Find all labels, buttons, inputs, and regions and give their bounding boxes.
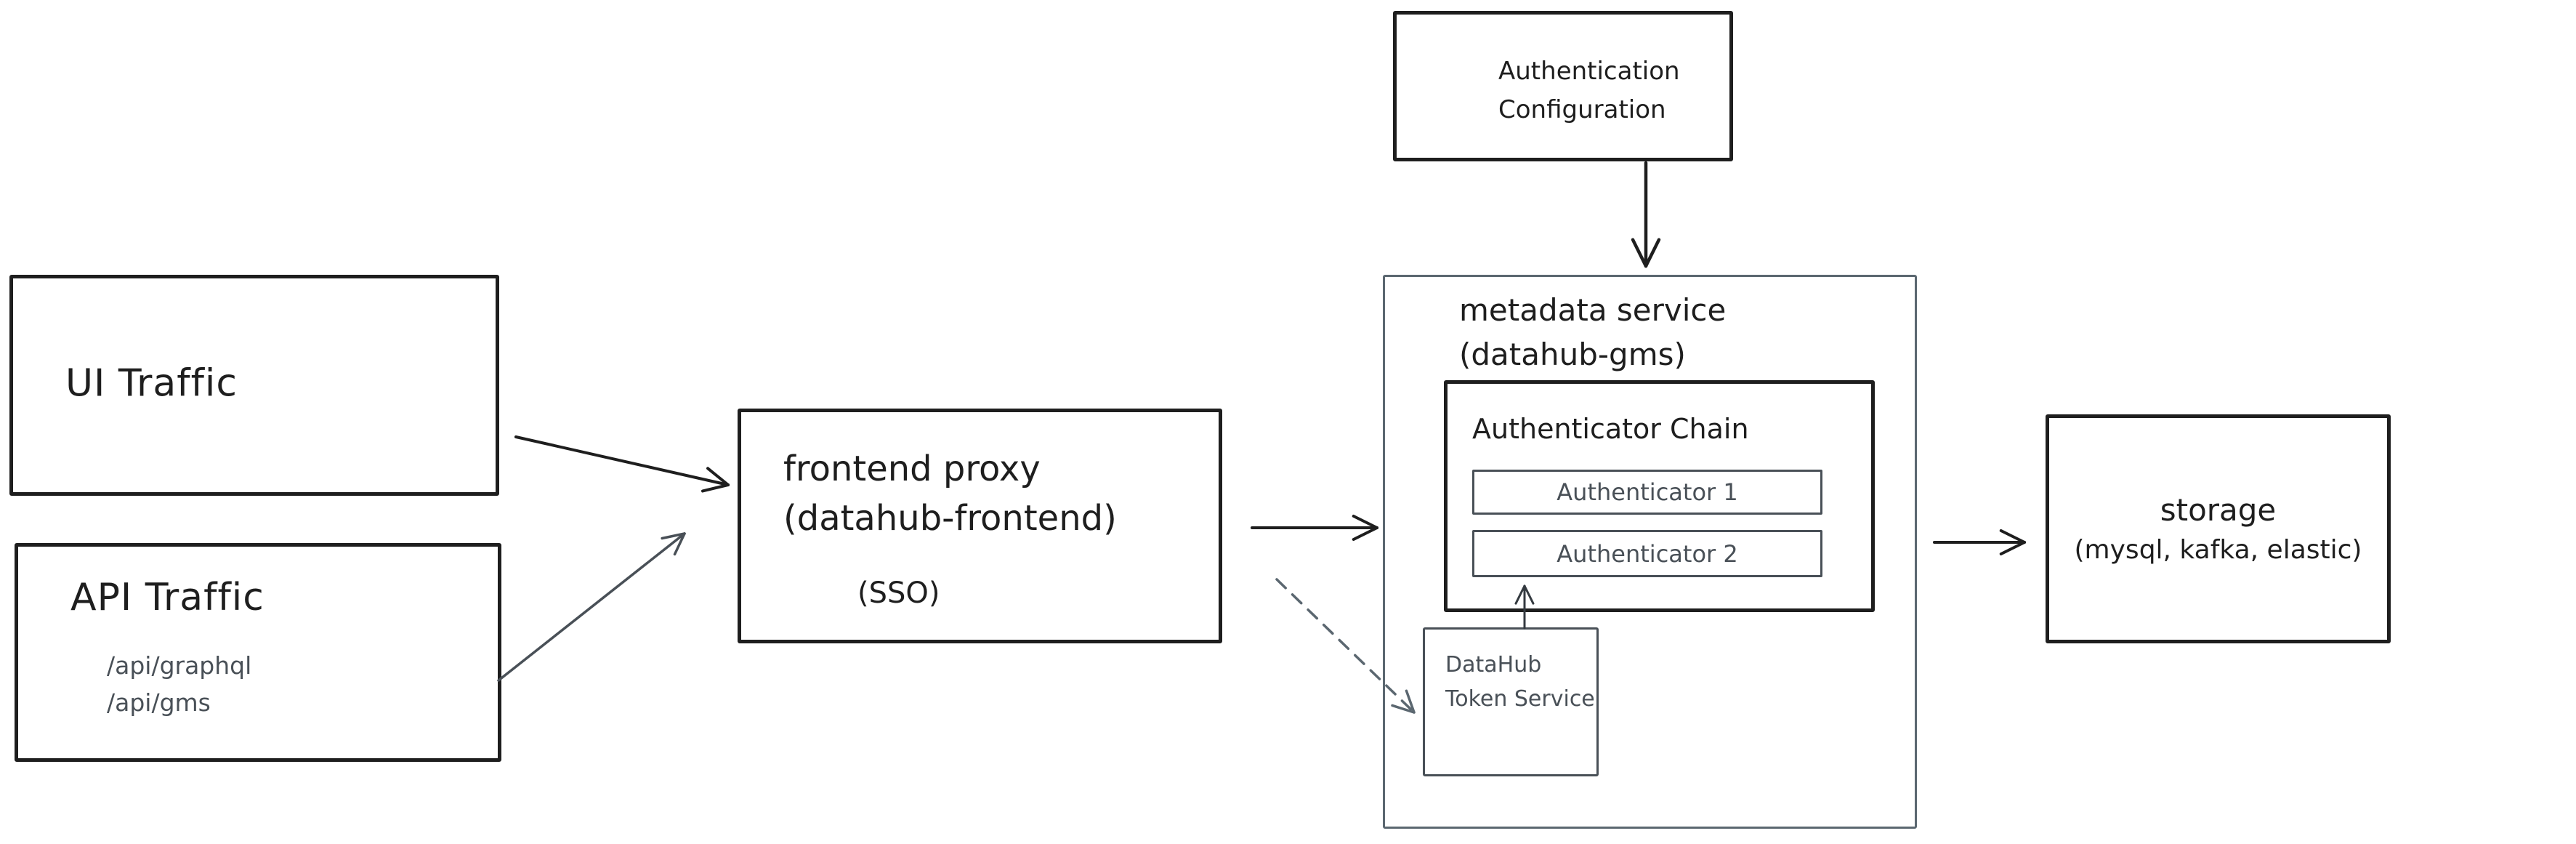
api-endpoint-gms: /api/gms <box>107 688 211 718</box>
storage-subtitle: (mysql, kafka, elastic) <box>2074 534 2362 565</box>
frontend-proxy-sso-note: (SSO) <box>857 576 940 610</box>
auth-config-line2: Configuration <box>1498 95 1666 124</box>
frontend-proxy-box: frontend proxy (datahub-frontend) (SSO) <box>738 409 1222 643</box>
token-service-line2: Token Service <box>1445 686 1595 712</box>
api-traffic-label: API Traffic <box>70 576 265 619</box>
metadata-service-subtitle: (datahub-gms) <box>1459 336 1686 372</box>
authenticator-chain-label: Authenticator Chain <box>1472 413 1749 445</box>
metadata-service-title: metadata service (datahub-gms) <box>1459 289 1726 377</box>
frontend-proxy-subtitle: (datahub-frontend) <box>783 498 1117 539</box>
arrow-ui-to-frontend <box>514 435 730 493</box>
arrow-gms-to-storage <box>1933 529 2026 555</box>
auth-config-box: Authentication Configuration <box>1393 11 1733 161</box>
arrow-config-to-gms <box>1631 161 1661 268</box>
metadata-service-name: metadata service <box>1459 292 1727 328</box>
api-endpoints: /api/graphql /api/gms <box>107 647 251 721</box>
frontend-proxy-title: frontend proxy (datahub-frontend) <box>783 444 1117 543</box>
storage-name: storage <box>2160 491 2277 528</box>
arrow-frontend-to-gms <box>1251 515 1378 541</box>
auth-config-label: Authentication Configuration <box>1498 52 1680 129</box>
token-service-box: DataHub Token Service <box>1423 627 1599 776</box>
token-service-label: DataHub Token Service <box>1445 648 1595 716</box>
authenticator-chain-box: Authenticator Chain Authenticator 1 Auth… <box>1444 380 1875 612</box>
authenticator-2-box: Authenticator 2 <box>1472 530 1822 577</box>
authenticator-1-box: Authenticator 1 <box>1472 470 1822 515</box>
api-endpoint-graphql: /api/graphql <box>107 651 252 680</box>
ui-traffic-label: UI Traffic <box>65 361 238 406</box>
auth-config-line1: Authentication <box>1498 57 1680 86</box>
storage-box: storage (mysql, kafka, elastic) <box>2046 414 2391 643</box>
api-traffic-box: API Traffic /api/graphql /api/gms <box>15 543 501 762</box>
frontend-proxy-name: frontend proxy <box>783 449 1041 489</box>
arrow-api-to-frontend <box>497 532 686 682</box>
ui-traffic-box: UI Traffic <box>9 275 499 496</box>
token-service-line1: DataHub <box>1445 652 1542 678</box>
